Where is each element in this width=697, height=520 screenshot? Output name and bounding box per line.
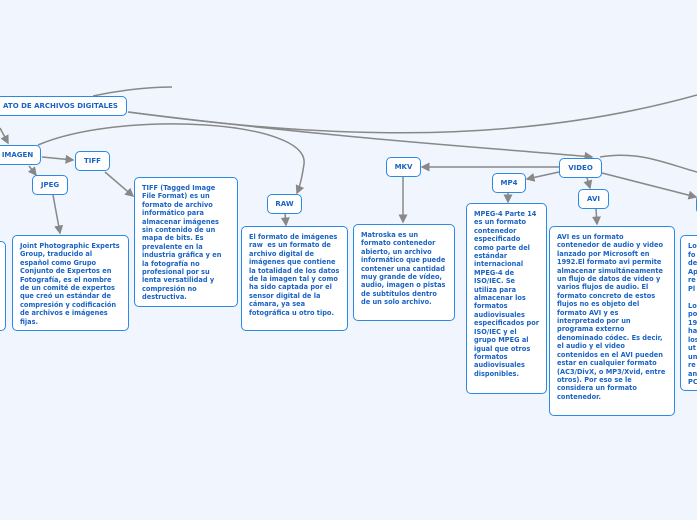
link-imagen-jpeg: [27, 165, 37, 177]
avi-node[interactable]: AVI: [578, 189, 609, 209]
link-video-mp4: [525, 171, 560, 182]
avi-desc: AVI es un formato contenedor de audio y …: [549, 226, 675, 416]
link-imagen-tiff: [41, 154, 75, 164]
link-video-right: [601, 172, 697, 200]
root-node[interactable]: ATO DE ARCHIVOS DIGITALES: [0, 96, 127, 116]
link-avi-desc: [592, 208, 601, 226]
link-jpeg-desc: [52, 194, 64, 235]
jpeg-desc: Joint Photographic Experts Group, traduc…: [12, 235, 129, 331]
mp4-node[interactable]: MP4: [492, 173, 526, 193]
video-node[interactable]: VIDEO: [559, 158, 602, 178]
link-imagen-raw: [37, 123, 305, 195]
link-tiff-desc: [104, 171, 135, 197]
partial-left-desc: [0, 241, 6, 331]
link-root-right: [127, 94, 697, 134]
link-root-imagen: [0, 127, 9, 145]
link-root-top: [92, 86, 173, 97]
imagen-node[interactable]: IMAGEN: [0, 145, 41, 165]
tiff-node[interactable]: TIFF: [75, 151, 110, 171]
mp4-desc: MPEG-4 Parte 14 es un formato contenedor…: [466, 203, 547, 394]
link-raw-desc: [280, 212, 290, 227]
tiff-desc: TIFF (Tagged Image File Format) es un fo…: [134, 177, 238, 307]
link-root-video: [127, 111, 594, 161]
mkv-node[interactable]: MKV: [386, 157, 421, 177]
jpeg-node[interactable]: JPEG: [32, 175, 68, 195]
link-video-avi: [583, 177, 593, 190]
partial-right-desc: Lo fo de Ap re Pl Lo po 19 ha los ut un …: [680, 235, 697, 391]
raw-desc: El formato de imágenes raw es un formato…: [241, 226, 348, 331]
mkv-desc: Matroska es un formato contenedor abiert…: [353, 224, 455, 321]
raw-node[interactable]: RAW: [267, 194, 302, 214]
link-video-far: [599, 154, 697, 173]
